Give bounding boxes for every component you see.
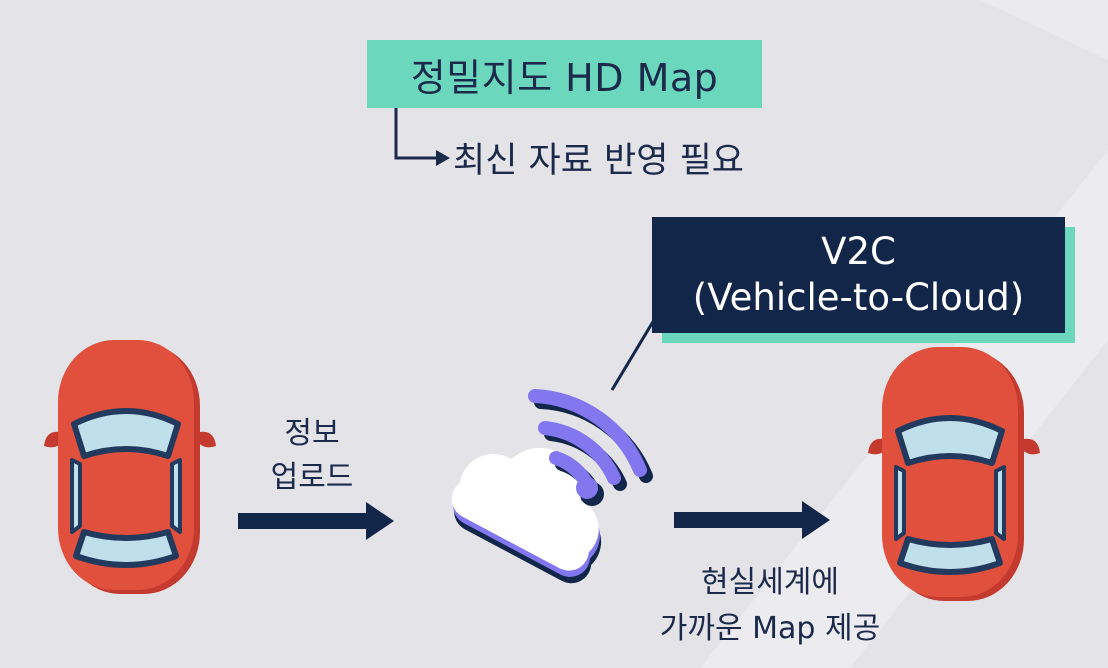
v2c-subtitle: (Vehicle-to-Cloud) [692, 276, 1025, 319]
upload-label: 정보 업로드 [246, 412, 378, 500]
provide-label-line1: 현실세계에 [701, 565, 839, 600]
arrow-right-icon-provide [674, 501, 830, 539]
car-icon-left [44, 340, 216, 594]
callout-connector [610, 289, 674, 391]
wifi-icon [528, 389, 653, 506]
v2c-box: V2C (Vehicle-to-Cloud) [652, 217, 1065, 333]
upload-label-line2: 업로드 [270, 460, 354, 495]
provide-label: 현실세계에 가까운 Map 제공 [600, 560, 940, 652]
subnote-text: 최신 자료 반영 필요 [453, 141, 744, 181]
title-box: 정밀지도 HD Map [367, 40, 762, 108]
v2c-callout: V2C (Vehicle-to-Cloud) [652, 217, 1076, 345]
provide-label-line2: 가까운 Map 제공 [659, 611, 881, 646]
elbow-arrow-icon [394, 108, 450, 166]
arrow-right-icon-upload [238, 502, 394, 540]
v2c-title: V2C [821, 230, 896, 273]
title-text: 정밀지도 HD Map [410, 55, 719, 100]
upload-label-line1: 정보 [284, 416, 340, 451]
